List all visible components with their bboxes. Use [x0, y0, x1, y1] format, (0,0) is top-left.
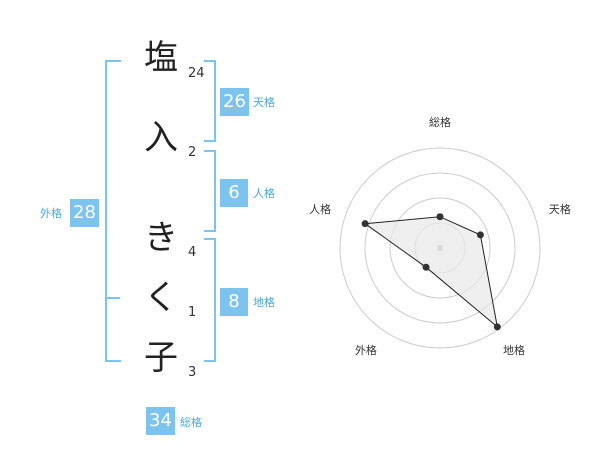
- jinkaku-label: 人格: [253, 187, 275, 200]
- name-char-4: く: [144, 278, 178, 318]
- stroke-count-1: 24: [188, 66, 205, 81]
- radar-axis-label: 人格: [309, 202, 331, 216]
- soukaku-badge: 34: [146, 407, 175, 435]
- stroke-count-4: 1: [188, 305, 197, 320]
- tenkaku-label: 天格: [253, 96, 275, 109]
- radar-point: [476, 231, 484, 239]
- gaikaku-label: 外格: [40, 207, 62, 220]
- radar-point: [493, 323, 501, 331]
- radar-point: [422, 263, 430, 271]
- radar-point: [436, 213, 444, 221]
- stroke-count-2: 2: [188, 145, 197, 160]
- gaikaku-bracket-tick: [105, 297, 120, 299]
- name-char-3: き: [144, 218, 178, 258]
- name-char-5: 子: [144, 338, 178, 378]
- radar-axis-label: 天格: [549, 202, 571, 216]
- soukaku-label: 総格: [180, 416, 202, 429]
- name-char-2: 入: [144, 118, 178, 158]
- radar-ring: [389, 197, 491, 299]
- radar-ring: [364, 172, 516, 324]
- tenkaku-bracket: [204, 60, 216, 142]
- chikaku-label: 地格: [253, 296, 275, 309]
- tenkaku-badge: 26: [220, 88, 249, 116]
- gaikaku-badge: 28: [70, 199, 99, 227]
- stroke-count-5: 3: [188, 365, 197, 380]
- chikaku-badge: 8: [220, 288, 248, 316]
- radar-axis-label: 外格: [355, 343, 377, 357]
- chikaku-bracket: [204, 238, 216, 362]
- radar-point: [361, 220, 369, 228]
- radar-polygon: [363, 216, 499, 329]
- name-char-1: 塩: [144, 38, 178, 78]
- stroke-count-3: 4: [188, 245, 197, 260]
- jinkaku-badge: 6: [220, 179, 248, 207]
- jinkaku-bracket: [204, 150, 216, 232]
- radar-axis-label: 総格: [429, 115, 451, 129]
- gaikaku-bracket: [105, 60, 121, 362]
- radar-ring: [339, 147, 541, 349]
- radar-axis-label: 地格: [503, 343, 525, 357]
